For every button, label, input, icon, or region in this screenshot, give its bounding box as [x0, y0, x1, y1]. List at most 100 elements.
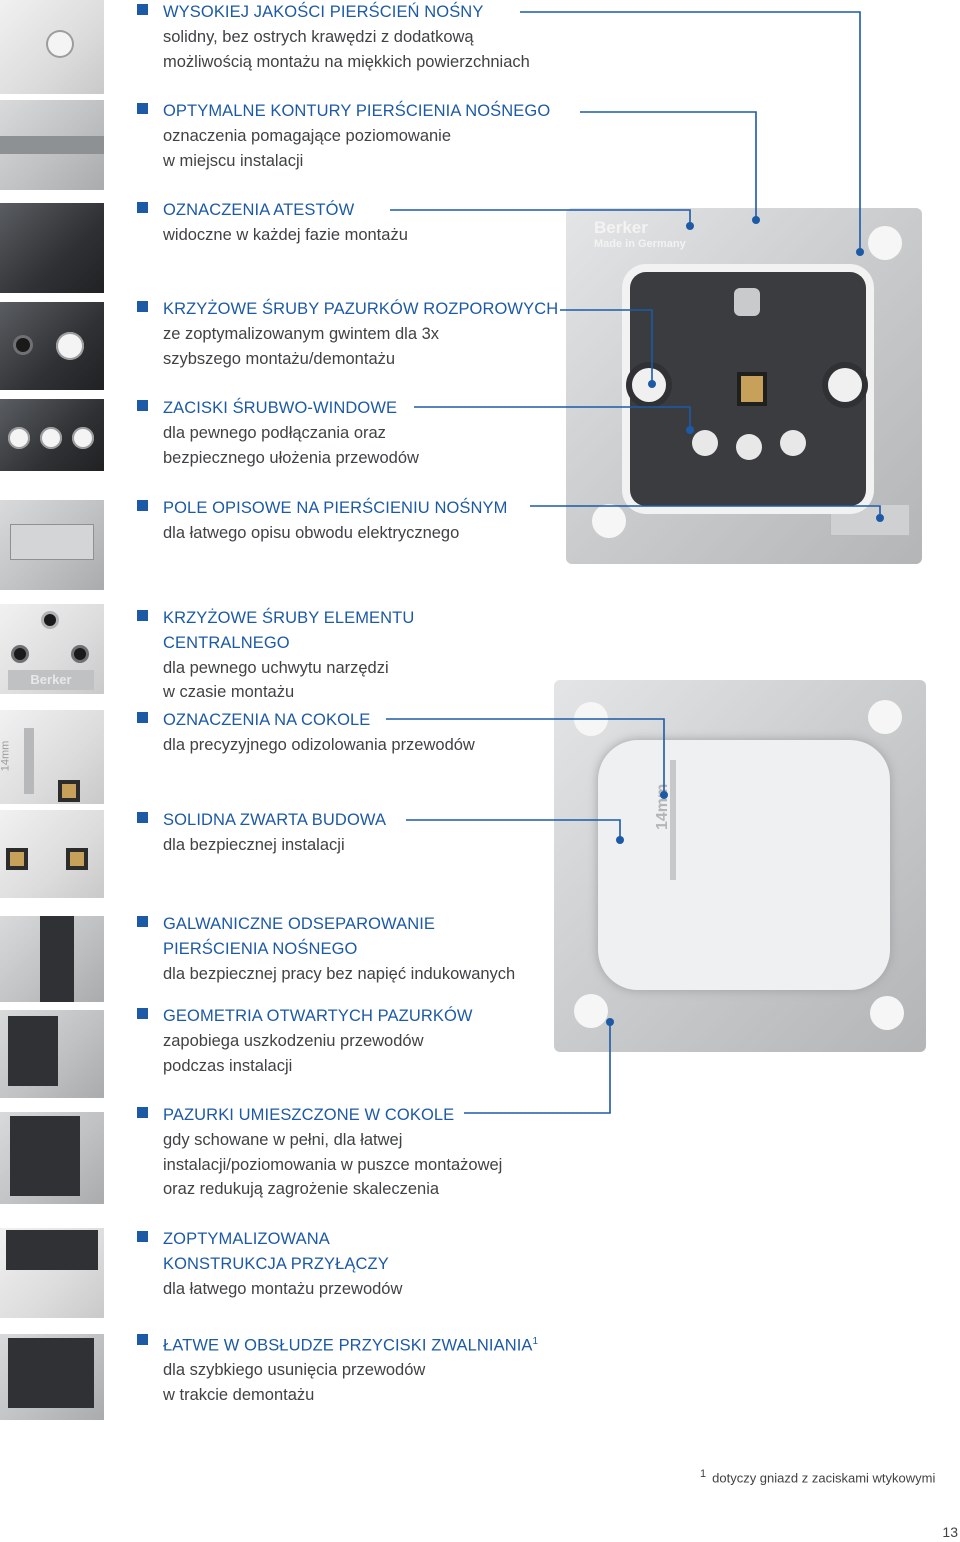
thumb-central-screws: Berker: [0, 604, 104, 694]
central-hole-left: [14, 648, 26, 660]
base-marking-bar: [670, 760, 676, 880]
ring-cross-knob: [46, 30, 74, 58]
feature-bullet: [137, 1334, 148, 1345]
feature-title: OZNACZENIA ATESTÓW: [163, 201, 355, 219]
feature-certification-marks: OZNACZENIA ATESTÓW widoczne w każdej faz…: [137, 198, 607, 248]
socket-insert-back: 14mm: [554, 680, 926, 1052]
feature-title: GEOMETRIA OTWARTYCH PAZURKÓW: [163, 1007, 473, 1025]
feature-desc: dla łatwego opisu obwodu elektrycznego: [163, 523, 460, 542]
base-marking-strip: [24, 728, 34, 794]
feature-title: ŁATWE W OBSŁUDZE PRZYCISKI ZWALNIANIA1: [163, 1330, 597, 1358]
terminal-screw-left: [692, 430, 718, 456]
feature-open-claws: GEOMETRIA OTWARTYCH PAZURKÓW zapobiega u…: [137, 1004, 607, 1078]
feature-bullet: [137, 916, 148, 927]
socket-insert-front: Berker Made in Germany: [566, 208, 922, 564]
footnote-ref: 1: [532, 1336, 539, 1347]
central-hole-right: [74, 648, 86, 660]
open-claw-block: [8, 1016, 58, 1086]
page-number: 13: [942, 1524, 958, 1540]
feature-desc: dla bezpiecznej pracy bez napięć indukow…: [163, 964, 516, 983]
solid-build-terminal-2: [70, 852, 84, 866]
feature-galvanic-separation: GALWANICZNE ODSEPAROWANIE PIERŚCIENIA NO…: [137, 912, 607, 986]
back-terminal-center: [598, 758, 616, 776]
release-button-block: [8, 1338, 94, 1408]
thumb-brand-plate: Berker: [8, 670, 94, 690]
feature-bullet: [137, 812, 148, 823]
thumb-galvanic-separation: [0, 916, 104, 1002]
thumb-support-ring: [0, 0, 104, 94]
back-terminal-right: [598, 776, 616, 794]
feature-bullet: [137, 1107, 148, 1118]
socket-made-in: Made in Germany: [594, 238, 686, 250]
feature-bullet: [137, 4, 148, 15]
terminal-screw-center: [736, 434, 762, 460]
connection-block: [6, 1230, 98, 1270]
feature-title: OPTYMALNE KONTURY PIERŚCIENIA NOŚNEGO: [163, 102, 551, 120]
feature-desc: dla pewnego uchwytu narzędzi w czasie mo…: [163, 658, 389, 702]
thumb-screw-terminals: [0, 399, 104, 471]
feature-desc: widoczne w każdej fazie montażu: [163, 225, 408, 244]
feature-ring-contours: OPTYMALNE KONTURY PIERŚCIENIA NOŚNEGO oz…: [137, 99, 607, 173]
thumb-certification-marks: [0, 203, 104, 293]
feature-bullet: [137, 1231, 148, 1242]
feature-title-text: ŁATWE W OBSŁUDZE PRZYCISKI ZWALNIANIA: [163, 1336, 533, 1355]
center-terminal: [737, 372, 767, 406]
feature-bullet: [137, 610, 148, 621]
feature-title: PAZURKI UMIESZCZONE W COKOLE: [163, 1106, 455, 1124]
back-ring-cross-tr: [868, 700, 902, 734]
feature-desc: dla pewnego podłączania oraz bezpieczneg…: [163, 423, 419, 467]
feature-desc: dla bezpiecznej instalacji: [163, 835, 345, 854]
feature-desc: dla szybkiego usunięcia przewodów w trak…: [163, 1361, 426, 1405]
feature-bullet: [137, 202, 148, 213]
footnote-mark: 1: [700, 1468, 707, 1480]
feature-bullet: [137, 103, 148, 114]
thumb-claw-screws: [0, 302, 104, 390]
feature-solid-build: SOLIDNA ZWARTA BUDOWA dla bezpiecznej in…: [137, 808, 607, 858]
base-terminal: [62, 784, 76, 798]
feature-bullet: [137, 301, 148, 312]
thumb-open-claws: [0, 1010, 104, 1098]
label-field-box: [10, 524, 94, 560]
feature-desc: ze zoptymalizowanym gwintem dla 3x szybs…: [163, 324, 440, 368]
separation-block: [40, 916, 74, 1002]
feature-desc: dla precyzyjnego odizolowania przewodów: [163, 735, 475, 754]
insert-base: 14mm: [598, 740, 890, 990]
feature-bullet: [137, 500, 148, 511]
thumb-ring-contours: [0, 100, 104, 190]
feature-bullet: [137, 1008, 148, 1019]
claw-screw-hole: [16, 338, 30, 352]
central-pin: [44, 614, 56, 626]
feature-bullet: [137, 400, 148, 411]
feature-title: GALWANICZNE ODSEPAROWANIE PIERŚCIENIA NO…: [163, 915, 436, 958]
footnote-text: dotyczy gniazd z zaciskami wtykowymi: [712, 1470, 936, 1486]
recessed-claw-block: [10, 1116, 80, 1196]
thumb-label-field: [0, 500, 104, 590]
feature-desc: zapobiega uszkodzeniu przewodów podczas …: [163, 1031, 424, 1075]
earth-pin: [734, 288, 760, 316]
back-ring-cross-br: [870, 996, 904, 1030]
ring-contour-band: [0, 136, 104, 154]
feature-central-screws: KRZYŻOWE ŚRUBY ELEMENTU CENTRALNEGO dla …: [137, 606, 607, 705]
socket-brand-plate: Berker Made in Germany: [594, 218, 704, 254]
thumb-base-markings: 14mm: [0, 710, 104, 804]
thumb-release-buttons: [0, 1334, 104, 1420]
feature-connection-design: ZOPTYMALIZOWANA KONSTRUKCJA PRZYŁĄCZY dl…: [137, 1227, 607, 1301]
feature-title: ZACISKI ŚRUBWO-WINDOWE: [163, 399, 398, 417]
feature-title: SOLIDNA ZWARTA BUDOWA: [163, 811, 387, 829]
feature-desc: gdy schowane w pełni, dla łatwej instala…: [163, 1130, 503, 1199]
feature-claw-screws: KRZYŻOWE ŚRUBY PAZURKÓW ROZPOROWYCH ze z…: [137, 297, 607, 371]
socket-body: [630, 272, 866, 506]
feature-support-ring: WYSOKIEJ JAKOŚCI PIERŚCIEŃ NOŚNY solidny…: [137, 0, 607, 74]
feature-desc: dla łatwego montażu przewodów: [163, 1279, 403, 1298]
feature-bullet: [137, 712, 148, 723]
feature-desc: solidny, bez ostrych krawędzi z dodatkow…: [163, 27, 530, 71]
terminal-screw-right: [780, 430, 806, 456]
feature-title: WYSOKIEJ JAKOŚCI PIERŚCIEŃ NOŚNY: [163, 3, 484, 21]
feature-desc: oznaczenia pomagające poziomowanie w mie…: [163, 126, 452, 170]
thumb-solid-build: [0, 810, 104, 898]
feature-base-markings: OZNACZENIA NA COKOLE dla precyzyjnego od…: [137, 708, 607, 758]
claw-screw-left: [632, 368, 666, 402]
footnote: 1 dotyczy gniazd z zaciskami wtykowymi: [700, 1468, 935, 1485]
feature-recessed-claws: PAZURKI UMIESZCZONE W COKOLE gdy schowan…: [137, 1103, 607, 1202]
thumb-connection-design: [0, 1228, 104, 1318]
